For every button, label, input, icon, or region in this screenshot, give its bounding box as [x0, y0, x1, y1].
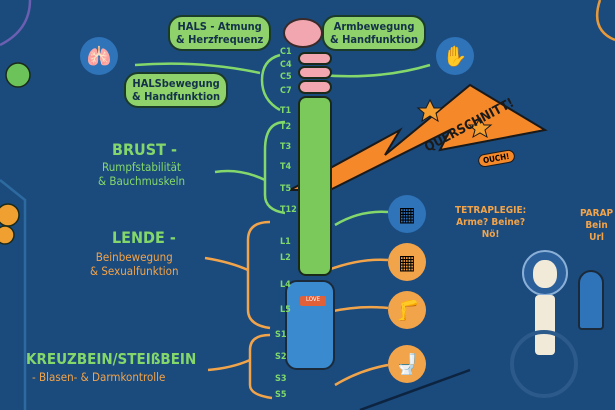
toilet-icon: 🚽: [388, 345, 426, 383]
bubble-line: HALS - Atmung: [177, 20, 262, 33]
bubble-line: & Handfunktion: [330, 33, 419, 46]
text-line: Arme? Beine?: [456, 217, 526, 228]
lungs-icon: 🫁: [80, 37, 118, 75]
vertebra-cervical: [298, 66, 332, 79]
vertebra-cervical: [298, 80, 332, 94]
bubble-line: & Handfunktion: [132, 90, 221, 103]
bubble-halsbewegung: HALSbewegung& Handfunktion: [124, 72, 229, 108]
vertebra-label: L4: [280, 280, 291, 290]
vertebra-label: T1: [280, 106, 292, 116]
vertebra-thoracic-lumbar-stack: [298, 96, 332, 276]
love-badge: LOVE: [300, 296, 326, 306]
vertebra-label: T5: [280, 184, 292, 194]
bubble-hals-atmung: HALS - Atmung& Herzfrequenz: [168, 15, 272, 51]
vertebra-label: C4: [280, 60, 292, 70]
bubble-armbewegung: Armbewegung& Handfunktion: [322, 15, 427, 51]
legs-icon: 🦵: [388, 291, 426, 329]
vertebra-label: T12: [280, 205, 297, 215]
vertebra-label: L1: [280, 237, 291, 247]
vertebra-label: S5: [275, 390, 287, 400]
text-line: PARAP: [580, 208, 614, 219]
brust-title: BRUST -: [112, 140, 177, 159]
vertebra-label: T2: [280, 122, 292, 132]
kreuzbein-title: KREUZBEIN/STEIßBEIN: [26, 350, 197, 368]
lende-description: Beinbewegung& Sexualfunktion: [90, 250, 179, 278]
text-line: & Sexualfunktion: [90, 264, 179, 278]
text-line: Url: [589, 232, 604, 243]
vertebra-label: T4: [280, 162, 292, 172]
bubble-line: HALSbewegung: [132, 77, 220, 90]
vertebra-label: L5: [280, 305, 291, 315]
brust-description: Rumpfstabilität& Bauchmuskeln: [98, 160, 185, 188]
vertebra-label: C5: [280, 72, 292, 82]
vertebra-label: C1: [280, 47, 292, 57]
hand-icon: ✋: [436, 37, 474, 75]
vertebra-cervical: [298, 52, 332, 65]
brain-head-icon: [283, 18, 323, 48]
vertebra-label: L2: [280, 253, 291, 263]
toilet-sacrum-icon: [285, 280, 335, 370]
vertebra-label: T3: [280, 142, 292, 152]
text-line: & Bauchmuskeln: [98, 174, 186, 188]
lende-title: LENDE -: [112, 228, 176, 247]
kreuzbein-description: - Blasen- & Darmkontrolle: [32, 370, 166, 384]
text-line: Bein: [585, 220, 608, 231]
rocket-icon: [578, 270, 604, 330]
text-line: Beinbewegung: [95, 250, 173, 264]
vertebra-label: S1: [275, 330, 287, 340]
bubble-line: & Herzfrequenz: [176, 33, 264, 46]
skull-icon: [533, 260, 557, 288]
text-line: Rumpfstabilität: [102, 160, 181, 174]
tetraplegie-caption: TETRAPLEGIE:Arme? Beine?Nö!: [455, 205, 526, 241]
bubble-line: Armbewegung: [333, 20, 415, 33]
vertebra-label: S2: [275, 352, 287, 362]
abdomen-muscles-icon: ▦: [388, 243, 426, 281]
abdomen-icon: ▦: [388, 195, 426, 233]
vertebra-label: S3: [275, 374, 287, 384]
wheelchair-wheel-icon: [510, 330, 578, 398]
vertebra-label: C7: [280, 86, 292, 96]
text-line: Nö!: [481, 229, 500, 240]
text-line: TETRAPLEGIE:: [455, 205, 527, 216]
